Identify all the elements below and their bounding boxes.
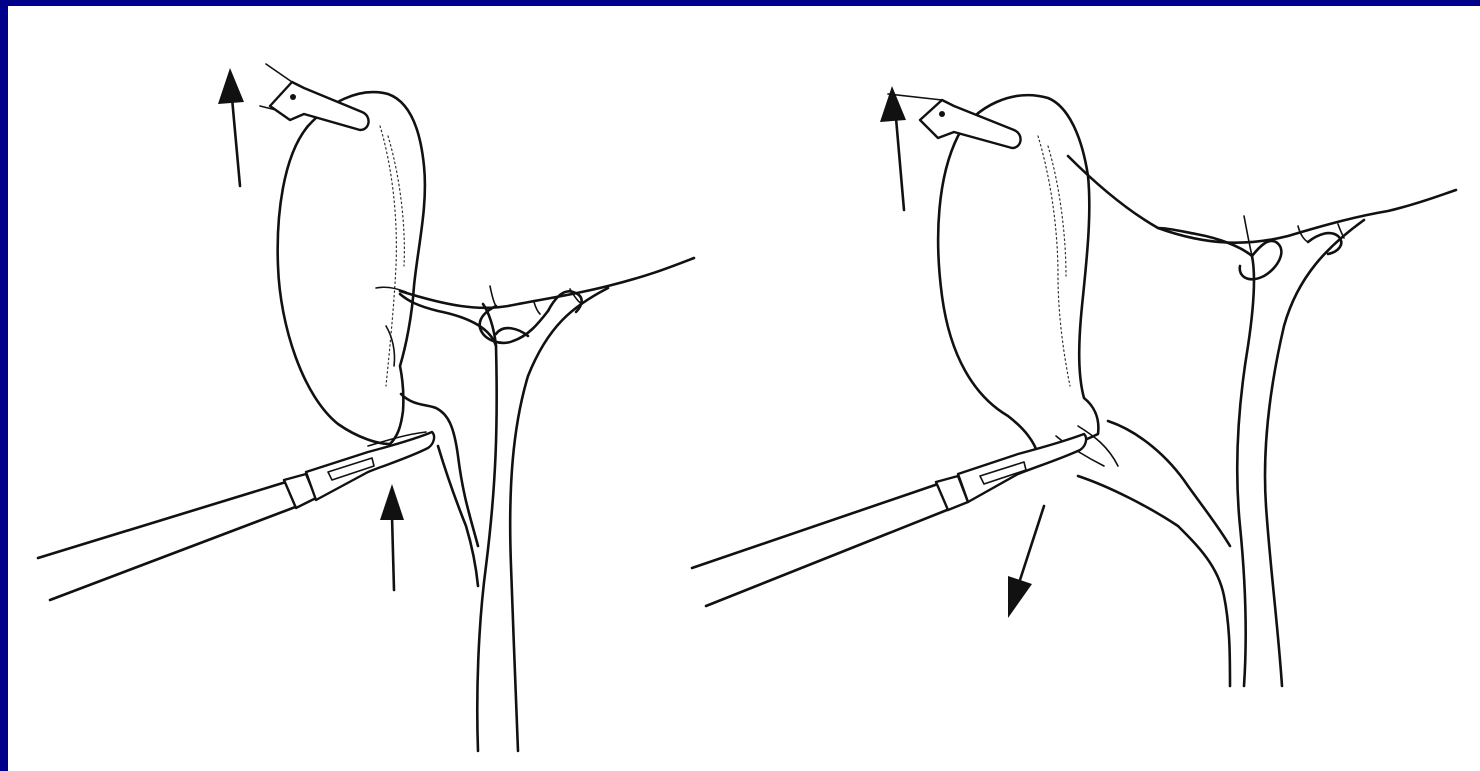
right-liver-edge <box>1068 156 1456 243</box>
right-bile-duct-tree <box>1158 216 1364 686</box>
left-panel <box>38 64 694 751</box>
left-fundus-traction-arrow <box>218 68 244 186</box>
right-gallbladder <box>938 95 1098 454</box>
right-panel <box>692 86 1456 686</box>
left-gallbladder <box>278 92 425 444</box>
right-fundus-traction-arrow <box>880 86 906 210</box>
illustration-canvas <box>8 6 1480 771</box>
right-cystic-duct <box>1108 421 1230 546</box>
right-dissector-instrument <box>692 434 1086 606</box>
right-infundibulum-pull-arrow <box>1008 506 1044 618</box>
left-dissector-instrument <box>38 432 434 600</box>
left-bile-duct-tree <box>400 286 608 751</box>
left-infundibulum-push-arrow <box>380 484 404 590</box>
right-fundus-grasper <box>888 94 1021 148</box>
left-liver-edge <box>400 258 694 308</box>
illustration-svg <box>8 6 1480 771</box>
left-cystic-duct <box>401 394 478 546</box>
